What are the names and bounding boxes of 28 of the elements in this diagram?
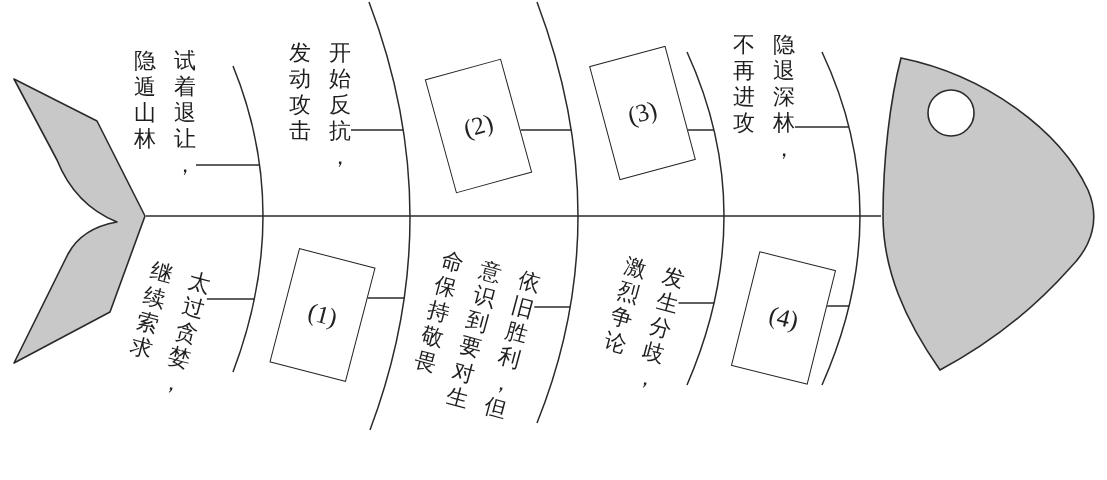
branch-label: 试着退让，隐遁山林 <box>134 48 196 178</box>
rib-line <box>232 65 264 373</box>
branch-line <box>366 297 405 299</box>
branch-line <box>519 129 573 131</box>
rib-line <box>821 51 861 386</box>
spine-line <box>262 215 411 217</box>
answer-box: (1) <box>268 247 376 383</box>
spine-line <box>577 215 725 217</box>
spine-line <box>723 215 861 217</box>
answer-box: (3) <box>588 45 696 181</box>
branch-label: 隐退深林，不再进攻 <box>733 32 795 162</box>
rib-line <box>686 51 725 386</box>
spine-line <box>409 215 579 217</box>
branch-line <box>794 126 850 128</box>
branch-line <box>677 302 715 304</box>
spine-line <box>859 215 882 217</box>
branch-line <box>195 164 261 166</box>
fish-head-drawing <box>881 56 1097 372</box>
branch-line <box>350 129 405 131</box>
branch-label: 开始反抗，发动攻击 <box>289 40 351 170</box>
branch-line <box>825 305 850 307</box>
answer-box: (2) <box>424 58 533 194</box>
branch-line <box>533 306 571 308</box>
spine-line <box>145 215 264 217</box>
branch-line <box>206 298 256 300</box>
branch-line <box>686 129 715 131</box>
answer-box: (4) <box>730 251 836 385</box>
rib-line <box>368 1 411 431</box>
